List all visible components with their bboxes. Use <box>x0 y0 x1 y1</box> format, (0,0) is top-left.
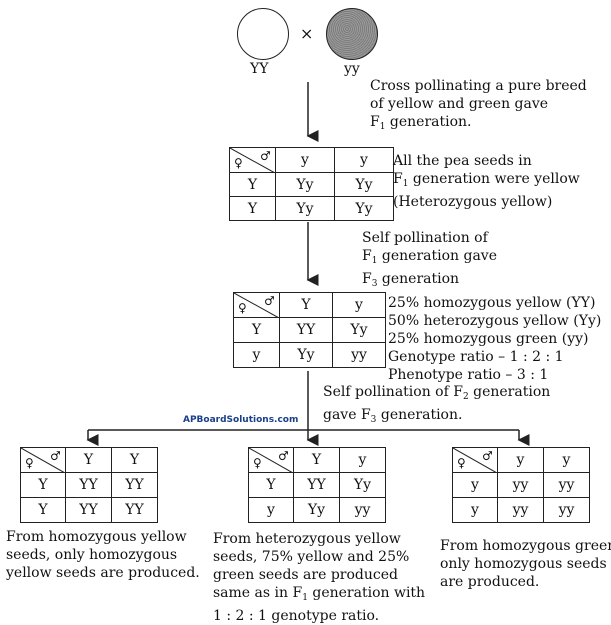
genotype-cell: Yy <box>339 472 386 498</box>
row-header-cell: Y <box>233 317 280 343</box>
genotype-cell: YY <box>279 317 333 343</box>
row-header-cell: Y <box>248 472 294 498</box>
female-icon: ♀ <box>25 456 34 470</box>
male-icon: ♂ <box>264 294 275 308</box>
female-icon: ♀ <box>253 456 262 470</box>
f2-punnett-square: ♀ ♂ Y y Y YY Yy y Yy yy <box>233 292 386 368</box>
header-cell: Y <box>111 447 158 473</box>
row-header-cell: y <box>233 342 280 368</box>
diagonal-divider <box>234 293 279 318</box>
f3-right-description: From homozygous green only homozygous se… <box>440 538 611 590</box>
row-header-cell: Y <box>20 472 66 498</box>
row-header-cell: y <box>452 497 498 523</box>
header-cell: y <box>543 447 590 473</box>
genotype-cell: yy <box>543 472 590 498</box>
header-cell: y <box>334 147 394 173</box>
genotype-cell: yy <box>497 497 544 523</box>
yellow-seed-icon <box>237 8 289 60</box>
genotype-cell: Yy <box>279 342 333 368</box>
self-pollination-2: Self pollination of F2 generation gave F… <box>323 384 551 425</box>
genotype-cell: yy <box>332 342 386 368</box>
header-cell: y <box>339 447 386 473</box>
row-header-cell: Y <box>229 172 276 197</box>
genotype-cell: yy <box>497 472 544 498</box>
diagonal-divider <box>230 148 275 173</box>
f2-description: 25% homozygous yellow (YY) 50% heterozyg… <box>388 295 602 383</box>
diagonal-divider <box>249 448 293 473</box>
genotype-cell: yy <box>339 497 386 523</box>
row-header-cell: y <box>452 472 498 498</box>
corner-cell: ♀ ♂ <box>229 147 276 173</box>
male-icon: ♂ <box>50 449 61 463</box>
genotype-cell: Yy <box>275 196 335 221</box>
genotype-cell: YY <box>293 472 340 498</box>
header-cell: y <box>497 447 544 473</box>
genotype-cell: YY <box>111 497 158 523</box>
genotype-cell: Yy <box>334 196 394 221</box>
genotype-cell: YY <box>111 472 158 498</box>
male-icon: ♂ <box>278 449 289 463</box>
cross-symbol: × <box>300 24 314 43</box>
header-cell: y <box>275 147 335 173</box>
genotype-cell: Yy <box>332 317 386 343</box>
header-cell: y <box>332 292 386 318</box>
f3-mid-punnett-square: ♀ ♂ Y y Y YY Yy y Yy yy <box>248 447 386 523</box>
genotype-cell: YY <box>65 497 112 523</box>
female-icon: ♀ <box>457 456 466 470</box>
watermark: APBoardSolutions.com <box>183 415 299 425</box>
header-cell: Y <box>279 292 333 318</box>
genotype-cell: yy <box>543 497 590 523</box>
diagonal-divider <box>453 448 497 473</box>
f1-punnett-square: ♀ ♂ y y Y Yy Yy Y Yy Yy <box>229 147 394 221</box>
green-seed-icon <box>326 8 378 60</box>
f3-mid-description: From heterozygous yellow seeds, 75% yell… <box>213 531 426 624</box>
genotype-cell: Yy <box>334 172 394 197</box>
row-header-cell: Y <box>229 196 276 221</box>
f3-right-punnett-square: ♀ ♂ y y y yy yy y yy yy <box>452 447 590 523</box>
parent-right-label: yy <box>344 61 360 77</box>
corner-cell: ♀ ♂ <box>452 447 498 473</box>
f1-description: All the pea seeds in F1 generation were … <box>393 153 580 210</box>
genotype-cell: YY <box>65 472 112 498</box>
male-icon: ♂ <box>482 449 493 463</box>
female-icon: ♀ <box>238 301 247 315</box>
male-icon: ♂ <box>260 149 271 163</box>
corner-cell: ♀ ♂ <box>20 447 66 473</box>
f3-left-description: From homozygous yellow seeds, only homoz… <box>6 529 200 581</box>
diagonal-divider <box>21 448 65 473</box>
genotype-cell: Yy <box>275 172 335 197</box>
cross-description: Cross pollinating a pure breed of yellow… <box>370 78 587 132</box>
row-header-cell: y <box>248 497 294 523</box>
row-header-cell: Y <box>20 497 66 523</box>
genotype-cell: Yy <box>293 497 340 523</box>
female-icon: ♀ <box>234 156 243 170</box>
self-pollination-1: Self pollination of F1 generation gave F… <box>362 230 497 289</box>
header-cell: Y <box>293 447 340 473</box>
corner-cell: ♀ ♂ <box>248 447 294 473</box>
header-cell: Y <box>65 447 112 473</box>
parent-left-label: YY <box>250 61 269 77</box>
corner-cell: ♀ ♂ <box>233 292 280 318</box>
f3-left-punnett-square: ♀ ♂ Y Y Y YY YY Y YY YY <box>20 447 158 523</box>
